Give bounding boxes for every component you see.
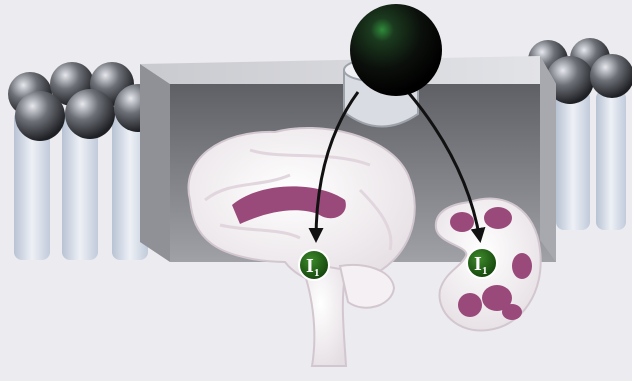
badge-subscript-brain: 1 — [314, 267, 320, 279]
phospholipid-left — [8, 62, 162, 260]
ligand-sphere-icon — [350, 4, 442, 96]
badge-label-brain: I — [306, 255, 314, 277]
badge-label-kidney: I — [474, 253, 482, 275]
receptor-badge-kidney: I 1 — [467, 248, 497, 278]
receptor-badge-brain: I 1 — [299, 250, 329, 280]
badge-subscript-kidney: 1 — [482, 265, 488, 277]
